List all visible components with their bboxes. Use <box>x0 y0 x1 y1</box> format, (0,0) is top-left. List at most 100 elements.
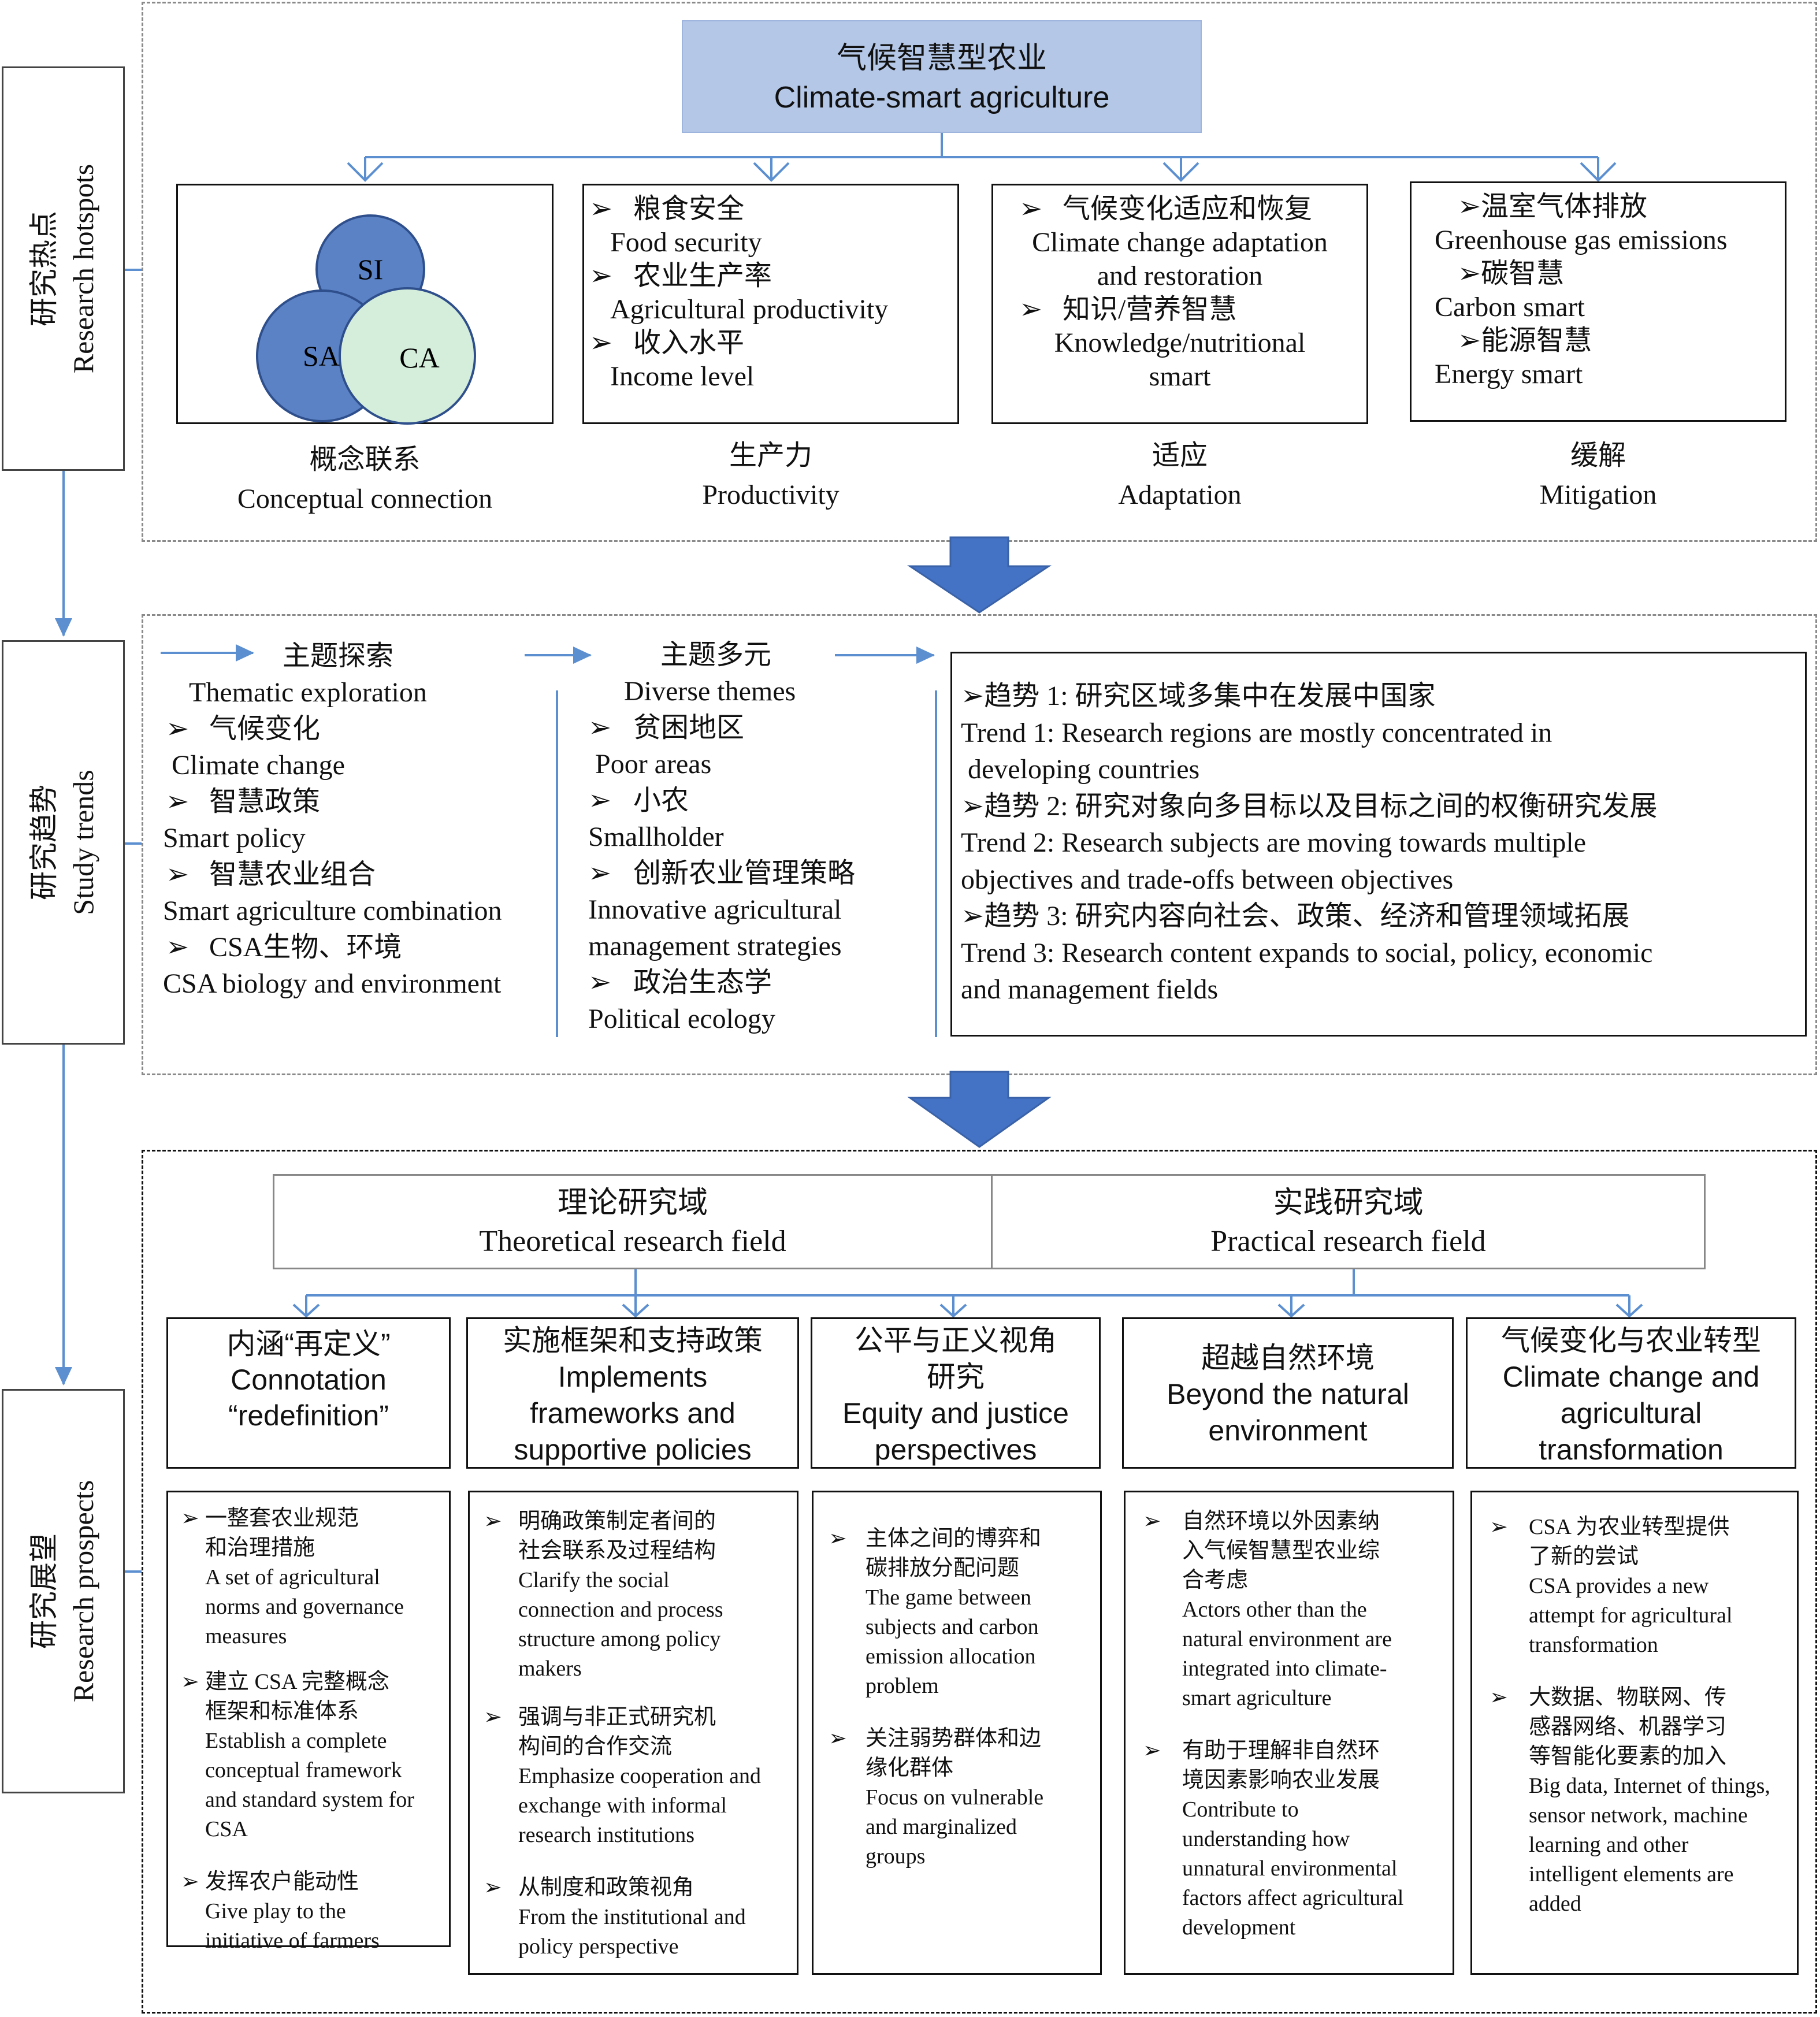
column-head-connotation: 内涵“再定义”Connotation“redefinition” <box>166 1317 451 1469</box>
stage-2-title-zh: 主题多元 <box>660 640 772 670</box>
adaptation-box: ➢气候变化适应和恢复 Climate change adaptation and… <box>991 184 1368 424</box>
list-item: ➢智慧政策 <box>166 786 321 817</box>
list-item: ➢知识/营养智慧 <box>1019 294 1237 325</box>
list-item: ➢小农 <box>588 785 689 816</box>
list-item: management strategies <box>588 931 842 961</box>
list-item: Greenhouse gas emissions <box>1435 225 1728 255</box>
list-item: Agricultural productivity <box>610 294 889 325</box>
csa-title-zh: 气候智慧型农业 <box>836 42 1047 75</box>
list-item: ➢政治生态学 <box>588 967 772 998</box>
csa-title-box: 气候智慧型农业 Climate-smart agriculture <box>682 20 1202 133</box>
trend-3-en: Trend 3: Research content expands to soc… <box>961 937 1653 968</box>
trend-summary-box: ➢趋势 1: 研究区域多集中在发展中国家 Trend 1: Research r… <box>950 652 1807 1037</box>
side-connectors <box>55 269 142 1573</box>
sidebar-trends: 研究趋势 Study trends <box>2 640 125 1045</box>
list-item: Knowledge/nutritional <box>1054 328 1306 358</box>
list-item: ➢贫困地区 <box>588 712 745 743</box>
list-item: ➢农业生产率 <box>589 261 772 291</box>
trend-2-en: Trend 2: Research subjects are moving to… <box>961 827 1587 858</box>
trend-2-en-cont: objectives and trade-offs between object… <box>961 864 1454 895</box>
list-item: ➢智慧农业组合 <box>166 859 376 890</box>
stage-1-title-zh: 主题探索 <box>283 641 394 671</box>
list-item: Food security <box>610 227 762 258</box>
prospects-section <box>142 1150 1817 2014</box>
venn-box: SI SA CA <box>176 184 554 425</box>
list-item: Poor areas <box>595 749 712 779</box>
trend-3-en-cont: and management fields <box>961 974 1219 1005</box>
list-item: ➢CSA生物、环境 <box>166 932 402 963</box>
list-item: and restoration <box>1097 261 1263 291</box>
mitigation-box: ➢温室气体排放 Greenhouse gas emissions ➢碳智慧 Ca… <box>1410 181 1786 422</box>
trend-3-zh: ➢趋势 3: 研究内容向社会、政策、经济和管理领域拓展 <box>961 901 1630 931</box>
list-item: ➢能源智慧 <box>1458 325 1592 356</box>
list-item: ➢温室气体排放 <box>1458 191 1648 222</box>
list-item: CSA biology and environment <box>163 968 502 999</box>
list-item: Climate change adaptation <box>1032 227 1328 258</box>
stage-2-title-en: Diverse themes <box>624 676 796 707</box>
trend-stage-2: 主题多元 Diverse themes ➢贫困地区 Poor areas ➢小农… <box>588 637 935 1037</box>
list-item: smart <box>1149 361 1211 392</box>
list-item: Smallholder <box>588 822 724 852</box>
trend-2-zh: ➢趋势 2: 研究对象向多目标以及目标之间的权衡研究发展 <box>961 790 1658 822</box>
list-item: ➢粮食安全 <box>589 194 745 224</box>
list-item: ➢收入水平 <box>589 328 745 358</box>
trend-1-en-cont: developing countries <box>968 754 1200 785</box>
list-item: ➢碳智慧 <box>1458 258 1565 289</box>
list-item: Innovative agricultural <box>588 894 842 925</box>
list-item: Income level <box>610 361 755 392</box>
list-item: Political ecology <box>588 1004 775 1034</box>
trend-1-en: Trend 1: Research regions are mostly con… <box>961 717 1552 748</box>
venn-diagram: SI SA CA <box>256 214 476 425</box>
list-item: Climate change <box>172 750 345 781</box>
hotspot-connectors <box>347 133 1617 182</box>
list-item: Energy smart <box>1435 359 1583 389</box>
venn-label-sa: SA <box>303 340 340 372</box>
list-item: Smart policy <box>163 823 306 853</box>
prospect-connectors <box>292 1269 1643 1318</box>
list-item: ➢气候变化 <box>166 714 321 744</box>
trend-flow-arrows <box>161 644 937 1037</box>
list-item: ➢创新农业管理策略 <box>588 858 856 889</box>
venn-label-ca: CA <box>399 341 439 374</box>
trend-1-zh: ➢趋势 1: 研究区域多集中在发展中国家 <box>961 681 1436 711</box>
venn-label-si: SI <box>358 253 383 285</box>
big-down-arrows <box>907 536 1052 1148</box>
list-item: Smart agriculture combination <box>163 896 502 926</box>
trend-stage-1: 主题探索 Thematic exploration ➢气候变化 Climate … <box>163 638 556 1002</box>
list-item: ➢气候变化适应和恢复 <box>1019 194 1313 224</box>
list-item: Carbon smart <box>1435 292 1585 322</box>
stage-1-title-en: Thematic exploration <box>189 677 427 708</box>
venn-circle-ca <box>339 287 476 425</box>
sidebar-prospects: 研究展望 Research prospects <box>2 1389 125 1793</box>
csa-title-en: Climate-smart agriculture <box>774 81 1110 114</box>
